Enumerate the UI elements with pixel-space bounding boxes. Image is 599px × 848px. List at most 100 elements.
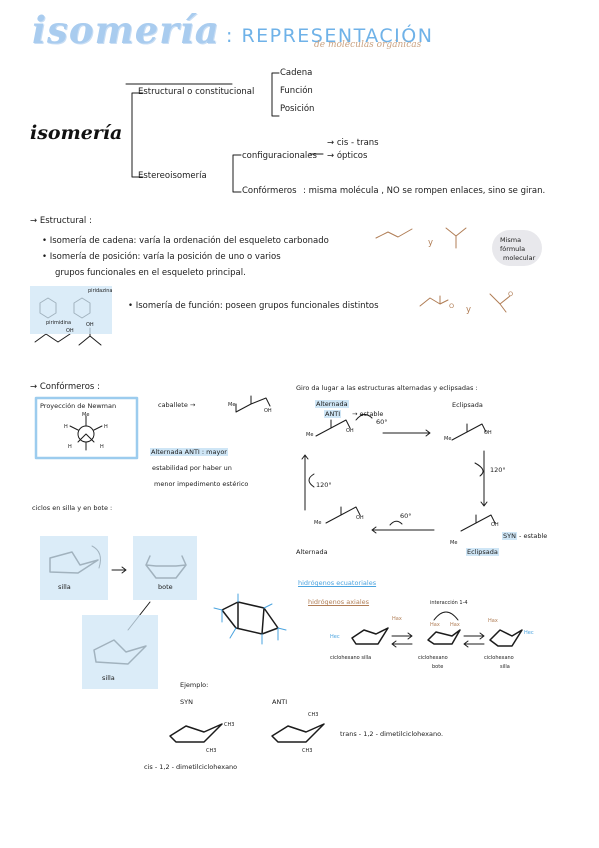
interaction-chair-right xyxy=(489,629,523,647)
page-subtitle: : REPRESENTACIÓN xyxy=(226,25,434,47)
rot120-curl-left xyxy=(308,473,315,488)
alt-anti-line-3: menor impedimento estérico xyxy=(154,480,249,488)
isobutane-skeleton xyxy=(445,227,467,249)
cyclo-boat-label-1: ciclohexano xyxy=(418,655,448,661)
tree-config-label: configuracionales xyxy=(242,151,317,161)
rot-120-right: 120° xyxy=(490,466,506,474)
chair-2-box xyxy=(82,615,158,689)
newman-h1: H xyxy=(64,424,68,430)
rot-less-stable: - estable xyxy=(519,532,548,540)
ketone-skeleton xyxy=(489,293,511,313)
caballete-bonds xyxy=(235,395,271,413)
pyridine-box xyxy=(30,286,112,334)
aldehyde-o: O xyxy=(449,302,455,310)
page-subtitle-note: de moléculas orgánicas xyxy=(314,40,422,50)
cloud-line-2: fórmula xyxy=(500,245,526,253)
ax-hydrogens: hidrógenos axiales xyxy=(308,598,369,606)
example-chair-anti xyxy=(271,723,325,743)
arrow-down-right xyxy=(480,450,488,507)
interaction-chair-left xyxy=(351,627,389,645)
newman-label: Proyección de Newman xyxy=(40,402,117,410)
tree-config-optics: → ópticos xyxy=(327,151,368,161)
position-isomerism-2: grupos funcionales en el esqueleto princ… xyxy=(55,268,246,278)
newman-me: Me xyxy=(82,412,90,418)
position-isomerism-1: • Isomería de posición: varía la posició… xyxy=(42,252,281,262)
example-label: Ejemplo: xyxy=(180,681,209,689)
hax-1: Hax xyxy=(392,616,402,622)
rot-syn: SYN - estable xyxy=(502,532,547,540)
rot-me-2: Me xyxy=(444,436,452,442)
tree-main-bracket xyxy=(131,92,144,178)
newman-h2: H xyxy=(104,424,108,430)
newman-bonds xyxy=(69,415,103,451)
tree-conformers-desc: : misma molécula , NO se rompen enlaces,… xyxy=(303,186,546,196)
alt-anti-highlight: Alternada ANTI : mayor xyxy=(150,448,228,456)
cloud-note xyxy=(492,230,542,266)
pyridazine-label: piridazina xyxy=(88,288,113,294)
rot-eclipsed-label: Eclipsada xyxy=(452,401,483,409)
rot-oh-2: OH xyxy=(484,430,492,436)
chair-to-boat-arrow xyxy=(111,566,127,574)
cycles-heading: ciclos en silla y en bote : xyxy=(32,504,113,512)
boat-label: bote xyxy=(158,583,173,591)
tree-type-chain: Cadena xyxy=(280,68,313,78)
rot-alt-top xyxy=(315,419,351,437)
conformers-heading: → Confórmeros : xyxy=(30,382,100,392)
interaction-boat xyxy=(427,629,461,645)
tree-root-label: isomería xyxy=(30,122,123,144)
interaction-label: interacción 1-4 xyxy=(430,600,468,606)
cloud-line-1: Misma xyxy=(500,236,522,244)
cyclo-chair-label: ciclohexano silla xyxy=(330,655,372,661)
example-ch3-3: CH3 xyxy=(308,712,319,718)
newman-h4: H xyxy=(100,444,104,450)
hax-4: Hax xyxy=(488,618,498,624)
ketone-o: O xyxy=(508,290,514,298)
newman-h3: H xyxy=(68,444,72,450)
tree-conformers-label: Confórmeros xyxy=(242,186,297,196)
tree-stereo-label: Estereoisomería xyxy=(138,171,207,181)
rot-ecl-bottom xyxy=(460,514,496,532)
rot-alt-bottom xyxy=(325,506,361,524)
rot-alt-label: Alternada xyxy=(315,400,349,408)
example-anti: ANTI xyxy=(272,698,288,706)
rot-alternada-2: Alternada xyxy=(296,548,328,556)
rot60-curl-bottom xyxy=(389,520,403,526)
chair-2-label: silla xyxy=(102,674,115,682)
rot-oh-4: OH xyxy=(491,522,499,528)
chair-label: silla xyxy=(58,583,71,591)
cloud-line-3: molecular xyxy=(503,254,536,262)
cab-oh: OH xyxy=(264,408,272,414)
isopropanol-oh: OH xyxy=(86,322,94,328)
rot60-curl xyxy=(355,414,373,421)
caballete-label: caballete → xyxy=(158,401,196,409)
newman-box xyxy=(34,396,139,460)
alt-anti-line-1: Alternada ANTI : mayor xyxy=(150,448,228,456)
tree-type-position: Posición xyxy=(280,104,315,114)
example-ch3-2: CH3 xyxy=(206,748,217,754)
rot-oh-3: OH xyxy=(356,515,364,521)
example-syn: SYN xyxy=(180,698,193,706)
tree-structural-label: Estructural o constitucional xyxy=(138,87,255,97)
cyclo-boat-label-2: bote xyxy=(432,664,444,670)
cab-me: Me xyxy=(228,402,236,408)
chair-box xyxy=(40,536,108,600)
equilibrium-arrows-1 xyxy=(391,632,413,648)
example-cis: cis - 1,2 - dimetilciclohexano xyxy=(144,763,238,771)
hax-2: Hax xyxy=(430,622,440,628)
chain-y: y xyxy=(428,238,434,248)
ax-hydrogens-text: hidrógenos axiales xyxy=(308,598,370,606)
tree-config-cistrans: → cis - trans xyxy=(327,138,379,148)
arrow-up-left xyxy=(301,454,309,511)
hax-3: Hax xyxy=(450,622,460,628)
cyclo-chair-2-label-2: silla xyxy=(500,664,510,670)
interaction-arc xyxy=(433,611,459,621)
rot-me-3: Me xyxy=(314,520,322,526)
rot-ecl-top xyxy=(451,423,487,441)
structural-heading: → Estructural : xyxy=(30,216,92,226)
cyclo-chair-2-label-1: ciclohexano xyxy=(484,655,514,661)
chain-isomerism: • Isomería de cadena: varía la ordenació… xyxy=(42,236,329,246)
aldehyde-skeleton xyxy=(419,295,449,307)
hec-2: Hec xyxy=(524,630,534,636)
tree-stereo-bracket xyxy=(232,154,242,193)
rot-oh-1: OH xyxy=(346,428,354,434)
